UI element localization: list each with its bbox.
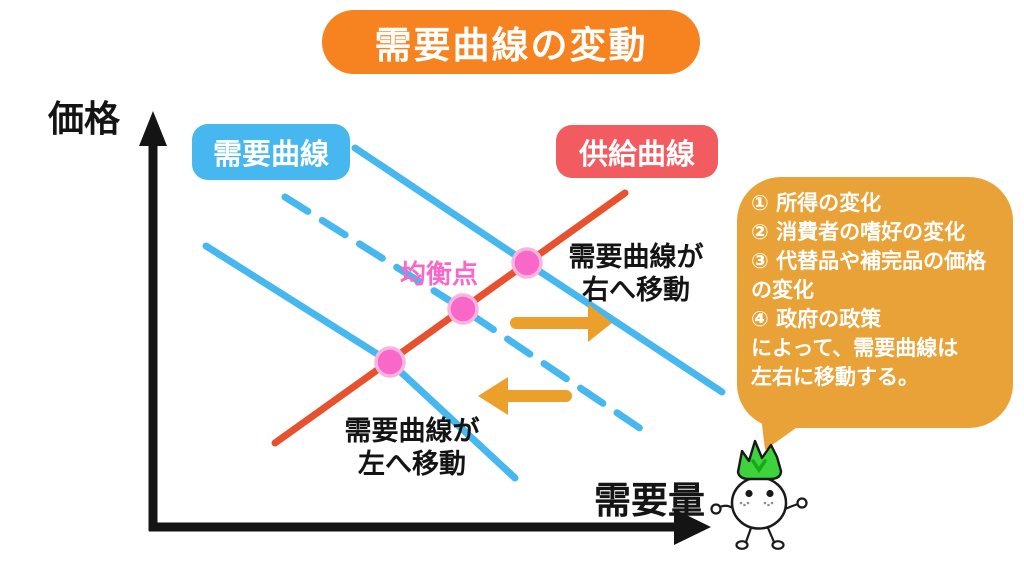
- bubble-line: ① 所得の変化: [751, 191, 882, 215]
- mascot-blush-right: [763, 501, 774, 507]
- mascot-blush-left: [739, 501, 750, 507]
- mascot-foot-left: [735, 540, 749, 550]
- shift-right-label: 需要曲線が 右へ移動: [560, 241, 712, 307]
- bubble-line: 左右に移動する。: [751, 365, 919, 389]
- supply-curve-tag: 供給曲線: [556, 125, 718, 178]
- shift-left-label: 需要曲線が 左へ移動: [338, 415, 486, 481]
- demand-curve-tag: 需要曲線: [192, 124, 350, 180]
- bubble-line: ③ 代替品や補完品の価格: [751, 249, 987, 273]
- mascot-leaves: [736, 439, 783, 481]
- equilibrium-label: 均衡点: [400, 260, 479, 290]
- speech-bubble-tail: [761, 416, 813, 450]
- bubble-line: ④ 政府の政策: [751, 307, 882, 331]
- shift-left-arrow: [478, 377, 572, 415]
- bubble-line: の変化: [751, 278, 814, 302]
- y-axis-label: 価格: [48, 99, 121, 140]
- demand-curve-original-dashed: [281, 193, 651, 437]
- x-axis-arrowhead: [674, 509, 711, 545]
- turnip-mascot: [710, 439, 808, 550]
- bubble-line: ② 消費者の嗜好の変化: [751, 220, 966, 244]
- x-axis-label: 需要量: [594, 479, 705, 522]
- mascot-eye-left: [745, 489, 753, 498]
- mascot-leaf-vein: [751, 459, 767, 474]
- shift-left-line1: 需要曲線が: [344, 416, 480, 447]
- bubble-text: ① 所得の変化 ② 消費者の嗜好の変化 ③ 代替品や補完品の価格 の変化 ④ 政…: [751, 189, 1009, 392]
- equilibrium-point-right: [511, 247, 543, 279]
- shift-left-line2: 左へ移動: [358, 449, 466, 480]
- speech-bubble: [737, 177, 1013, 428]
- mascot-leg-left: [744, 527, 753, 543]
- shift-right-line2: 右へ移動: [582, 275, 690, 306]
- mascot-arm-left: [719, 504, 734, 509]
- equilibrium-point-middle: [447, 293, 479, 325]
- page-title: 需要曲線の変動: [374, 24, 648, 67]
- mascot-foot-right: [771, 540, 785, 550]
- supply-curve-line: [271, 189, 629, 447]
- mascot-hand-right: [796, 497, 808, 509]
- equilibrium-point-left: [374, 346, 406, 378]
- shift-right-arrow: [510, 304, 612, 342]
- mascot-leg-right: [766, 527, 776, 543]
- y-axis-arrowhead: [139, 111, 167, 146]
- mascot-eye-right: [766, 489, 774, 498]
- shift-right-line1: 需要曲線が: [568, 242, 704, 273]
- bubble-line: によって、需要曲線は: [751, 336, 959, 360]
- title-banner: 需要曲線の変動: [322, 10, 700, 74]
- mascot-hand-left: [710, 503, 722, 515]
